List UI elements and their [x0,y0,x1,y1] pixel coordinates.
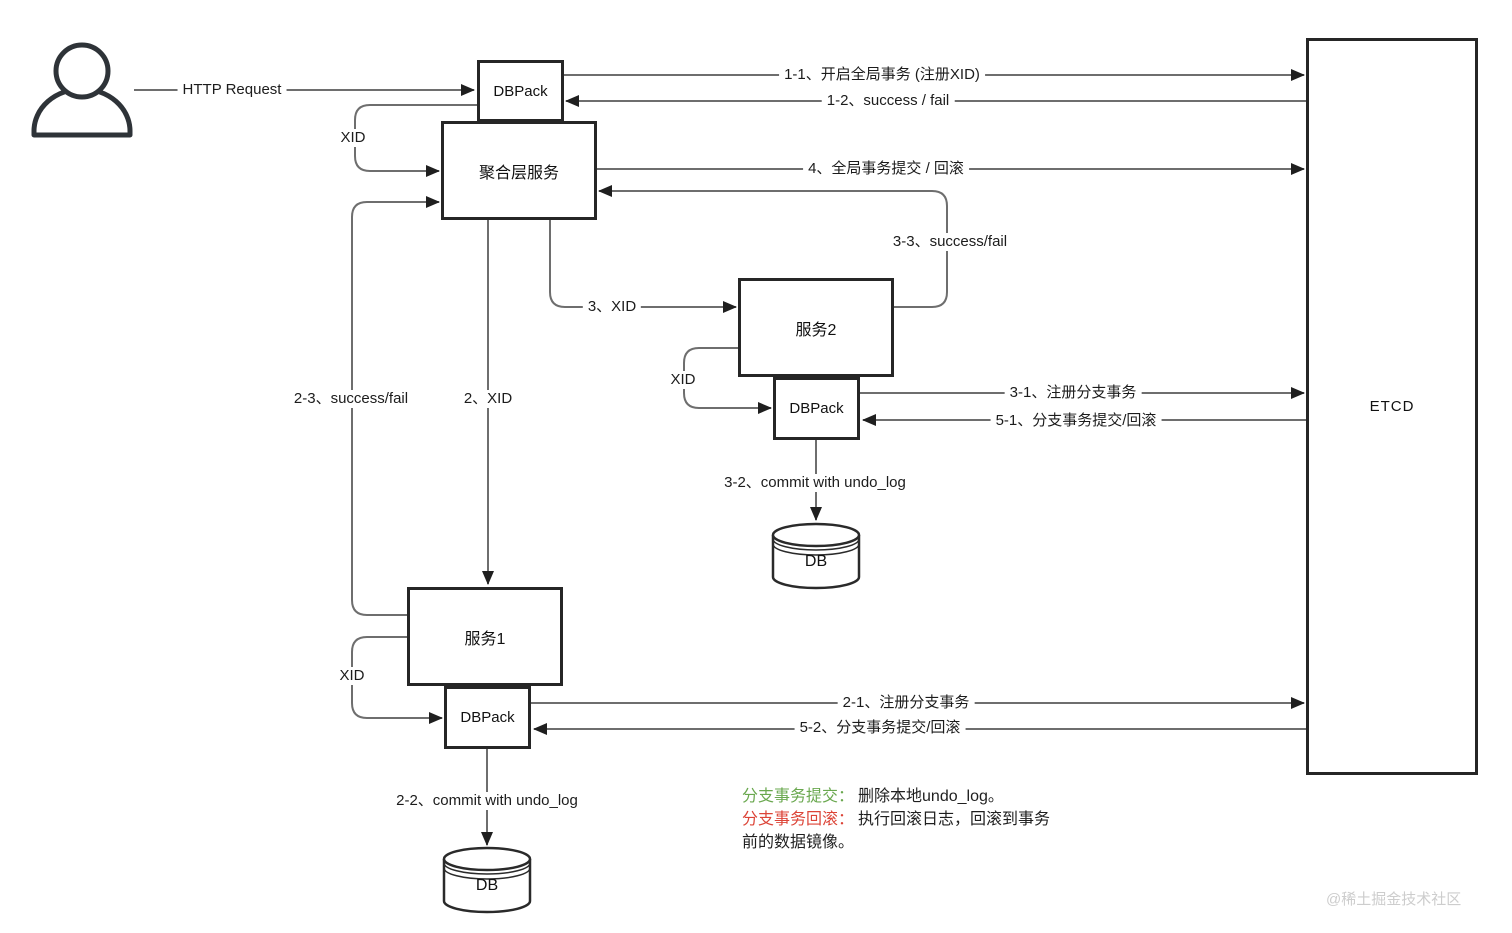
label-4-global-commit-rollback: 4、全局事务提交 / 回滚 [803,160,969,178]
label-2-1-register-branch: 2-1、注册分支事务 [837,694,975,712]
label-3-1-register-branch: 3-1、注册分支事务 [1004,384,1142,402]
label-xid-aggregation: XID [335,129,371,147]
node-dbpack-service2-label: DBPack [789,400,844,417]
database-cylinder-service2 [771,522,861,590]
label-2-xid: 2、XID [458,390,518,408]
node-service2-label: 服务2 [795,321,837,339]
node-service2: 服务2 [738,278,894,377]
watermark: @稀土掘金技术社区 [1326,891,1462,908]
node-dbpack-top-label: DBPack [493,82,548,100]
label-5-1-branch-commit-rollback: 5-1、分支事务提交/回滚 [990,412,1162,430]
database-cylinder-service1 [442,846,532,914]
node-dbpack-top: DBPack [477,60,564,122]
node-service1: 服务1 [407,587,563,686]
node-aggregation-service: 聚合层服务 [441,121,597,220]
label-xid-service2: XID [665,371,701,389]
label-3-3-success-fail: 3-3、success/fail [887,233,1013,251]
label-3-xid: 3、XID [582,298,642,316]
legend-commit-term: 分支事务提交： [742,788,855,805]
node-db-service1-label: DB [475,877,499,894]
label-2-2-commit-undolog: 2-2、commit with undo_log [391,792,583,810]
edge-3-xid [549,220,737,313]
node-db-service2-label: DB [804,553,828,570]
node-dbpack-service2: DBPack [773,377,860,440]
legend-rollback-desc: 执行回滚日志，回滚到事务前的数据镜像。 [742,811,1051,851]
legend: 分支事务提交：删除本地undo_log。 分支事务回滚：执行回滚日志，回滚到事务… [742,785,1066,854]
legend-commit-desc: 删除本地undo_log。 [858,788,1004,805]
label-1-2-success-fail: 1-2、success / fail [821,92,955,110]
node-etcd: ETCD [1306,38,1478,775]
label-3-2-commit-undolog: 3-2、commit with undo_log [719,474,911,492]
node-dbpack-service1-label: DBPack [460,709,515,726]
node-etcd-label: ETCD [1369,398,1415,415]
label-1-1-open-global-tx: 1-1、开启全局事务 (注册XID) [779,66,985,84]
node-aggregation-label: 聚合层服务 [478,164,559,182]
label-2-3-success-fail: 2-3、success/fail [288,390,414,408]
label-http-request: HTTP Request [177,81,287,99]
edge-2-3-success-fail [351,196,440,616]
legend-rollback-term: 分支事务回滚： [742,811,855,828]
node-dbpack-service1: DBPack [444,686,531,749]
label-xid-service1: XID [334,667,370,685]
user-icon [31,42,133,138]
label-5-2-branch-commit-rollback: 5-2、分支事务提交/回滚 [794,719,966,737]
node-service1-label: 服务1 [464,630,506,648]
